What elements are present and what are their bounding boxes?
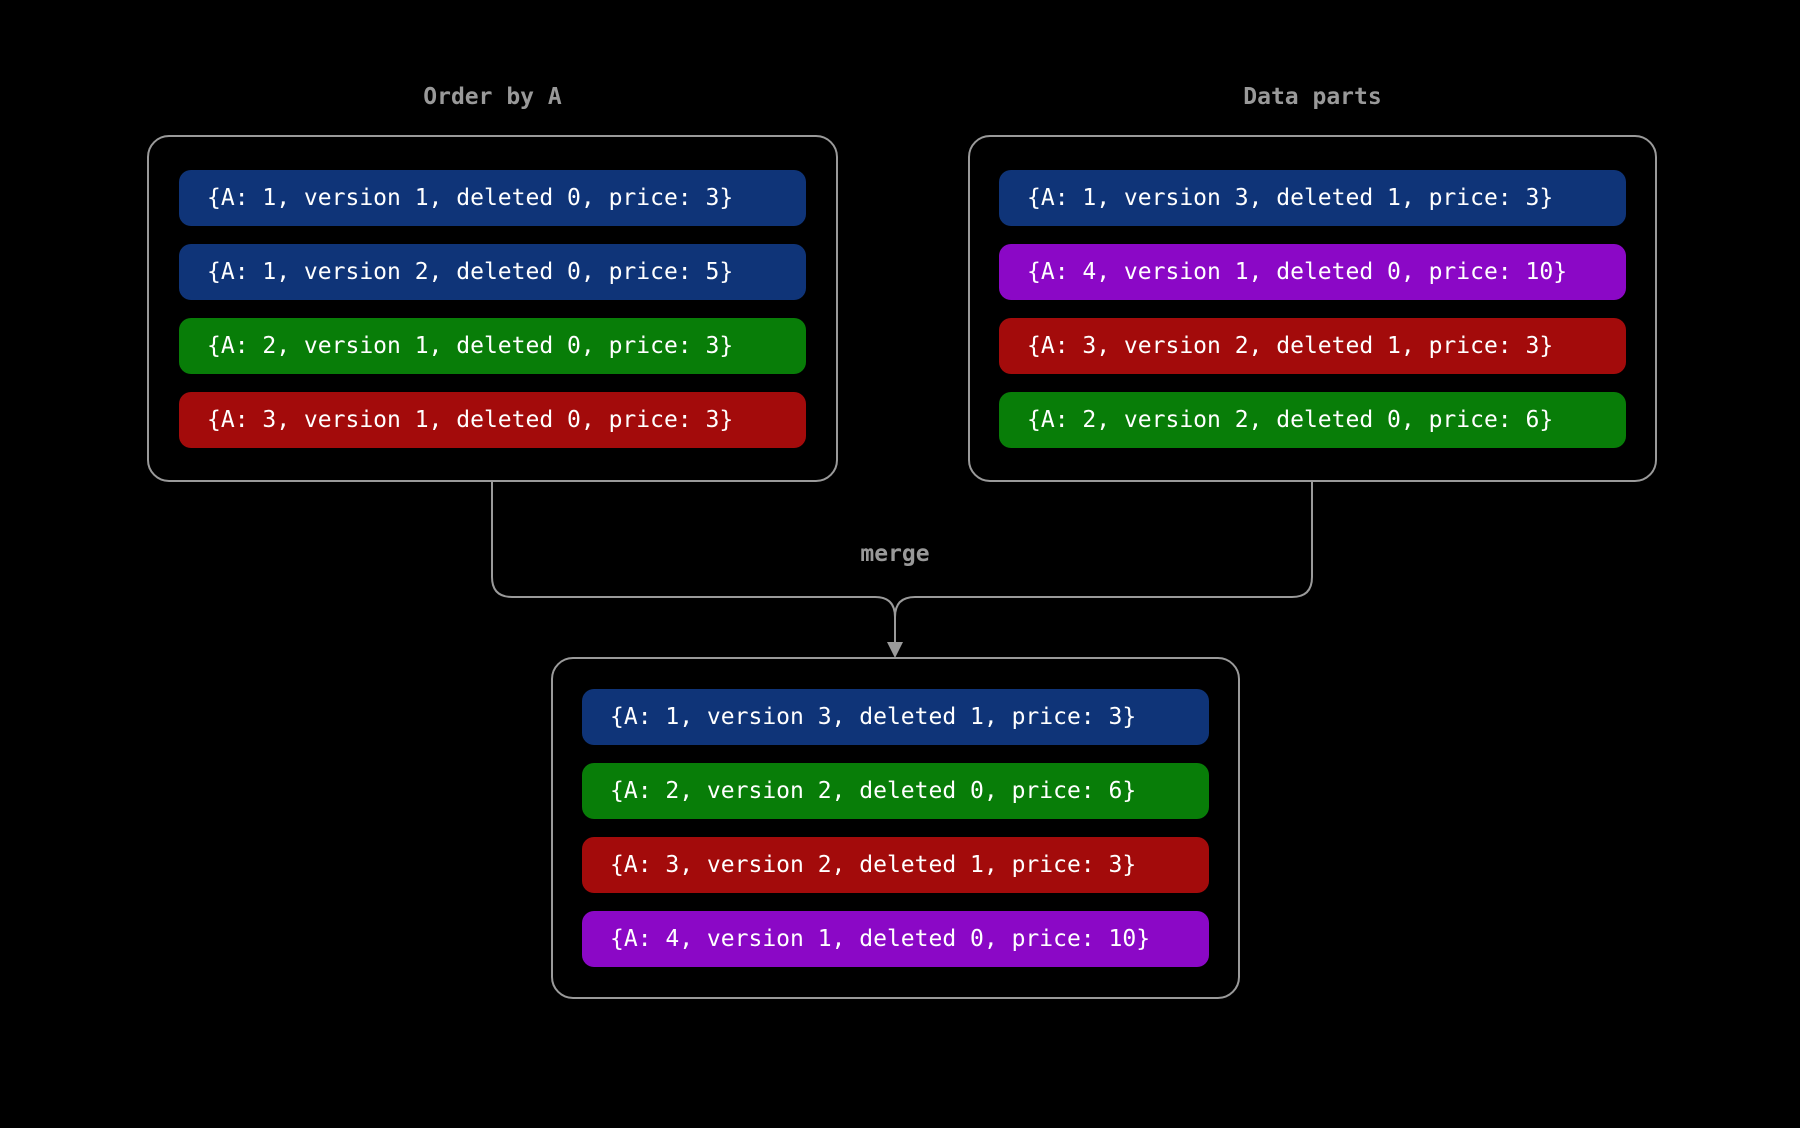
panel-merged-result: {A: 1, version 3, deleted 1, price: 3} {… [551, 657, 1240, 999]
right-panel-title: Data parts [1243, 84, 1382, 110]
data-part-row: {A: 1, version 3, deleted 1, price: 3} [582, 689, 1209, 745]
data-part-row: {A: 3, version 2, deleted 1, price: 3} [582, 837, 1209, 893]
data-part-row: {A: 2, version 2, deleted 0, price: 6} [999, 391, 1626, 448]
data-part-row: {A: 1, version 2, deleted 0, price: 5} [179, 243, 806, 300]
data-part-row: {A: 1, version 3, deleted 1, price: 3} [999, 169, 1626, 226]
data-part-row: {A: 2, version 2, deleted 0, price: 6} [582, 763, 1209, 819]
panel-order-by-a: {A: 1, version 1, deleted 0, price: 3} {… [147, 135, 838, 482]
data-part-row: {A: 1, version 1, deleted 0, price: 3} [179, 169, 806, 226]
data-part-row: {A: 4, version 1, deleted 0, price: 10} [582, 911, 1209, 967]
data-part-row: {A: 3, version 2, deleted 1, price: 3} [999, 317, 1626, 374]
left-panel-title: Order by A [423, 84, 562, 110]
arrowhead-down-icon [887, 642, 903, 658]
panel-data-parts: {A: 1, version 3, deleted 1, price: 3} {… [968, 135, 1657, 482]
data-part-row: {A: 2, version 1, deleted 0, price: 3} [179, 317, 806, 374]
data-part-row: {A: 4, version 1, deleted 0, price: 10} [999, 243, 1626, 300]
merge-label: merge [860, 541, 930, 567]
data-part-row: {A: 3, version 1, deleted 0, price: 3} [179, 391, 806, 448]
